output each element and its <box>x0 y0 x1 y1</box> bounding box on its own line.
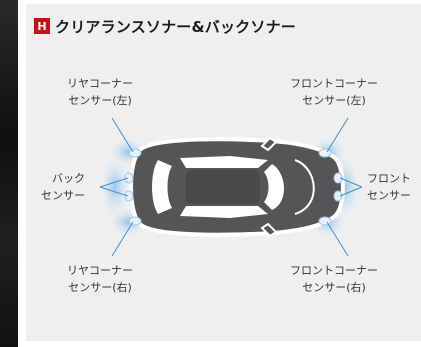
leader-front-corner-right <box>326 221 349 257</box>
sensor-dot-front-upper <box>333 172 343 184</box>
sensor-dot-rear-corner-left <box>128 148 142 158</box>
leader-front-upper <box>339 177 363 188</box>
section-title: クリアランスソナー&バックソナー <box>55 17 296 36</box>
section-header: H クリアランスソナー&バックソナー <box>34 15 296 37</box>
sensor-dot-back-upper <box>124 172 134 184</box>
leader-lines <box>99 117 363 257</box>
leader-rear-corner-left <box>111 117 134 153</box>
leader-rear-corner-right <box>111 221 134 257</box>
leader-back-upper <box>99 177 129 188</box>
sensor-dot-front-corner-right <box>318 216 332 226</box>
label-back-sensor: バック センサー <box>41 172 85 202</box>
label-rear-corner-right: リヤコーナー センサー(右) <box>67 264 133 294</box>
background-photo-edge <box>0 0 18 347</box>
leader-front-corner-left <box>326 117 349 153</box>
sensor-dot-front-corner-left <box>318 148 332 158</box>
sensor-dot-rear-corner-right <box>128 216 142 226</box>
section-badge: H <box>34 18 50 34</box>
label-front-corner-left: フロントコーナー センサー(左) <box>290 77 378 107</box>
label-rear-corner-left: リヤコーナー センサー(左) <box>67 77 133 107</box>
label-front-corner-right: フロントコーナー センサー(右) <box>290 264 378 294</box>
sensor-dot-back-lower <box>124 190 134 202</box>
leader-front-lower <box>339 186 363 197</box>
sensor-dot-front-lower <box>333 190 343 202</box>
car-top-view <box>129 136 345 238</box>
sensor-dots <box>124 148 343 226</box>
leader-back-lower <box>99 186 129 197</box>
label-front-sensor: フロント センサー <box>367 172 411 202</box>
zone-back <box>101 157 129 217</box>
